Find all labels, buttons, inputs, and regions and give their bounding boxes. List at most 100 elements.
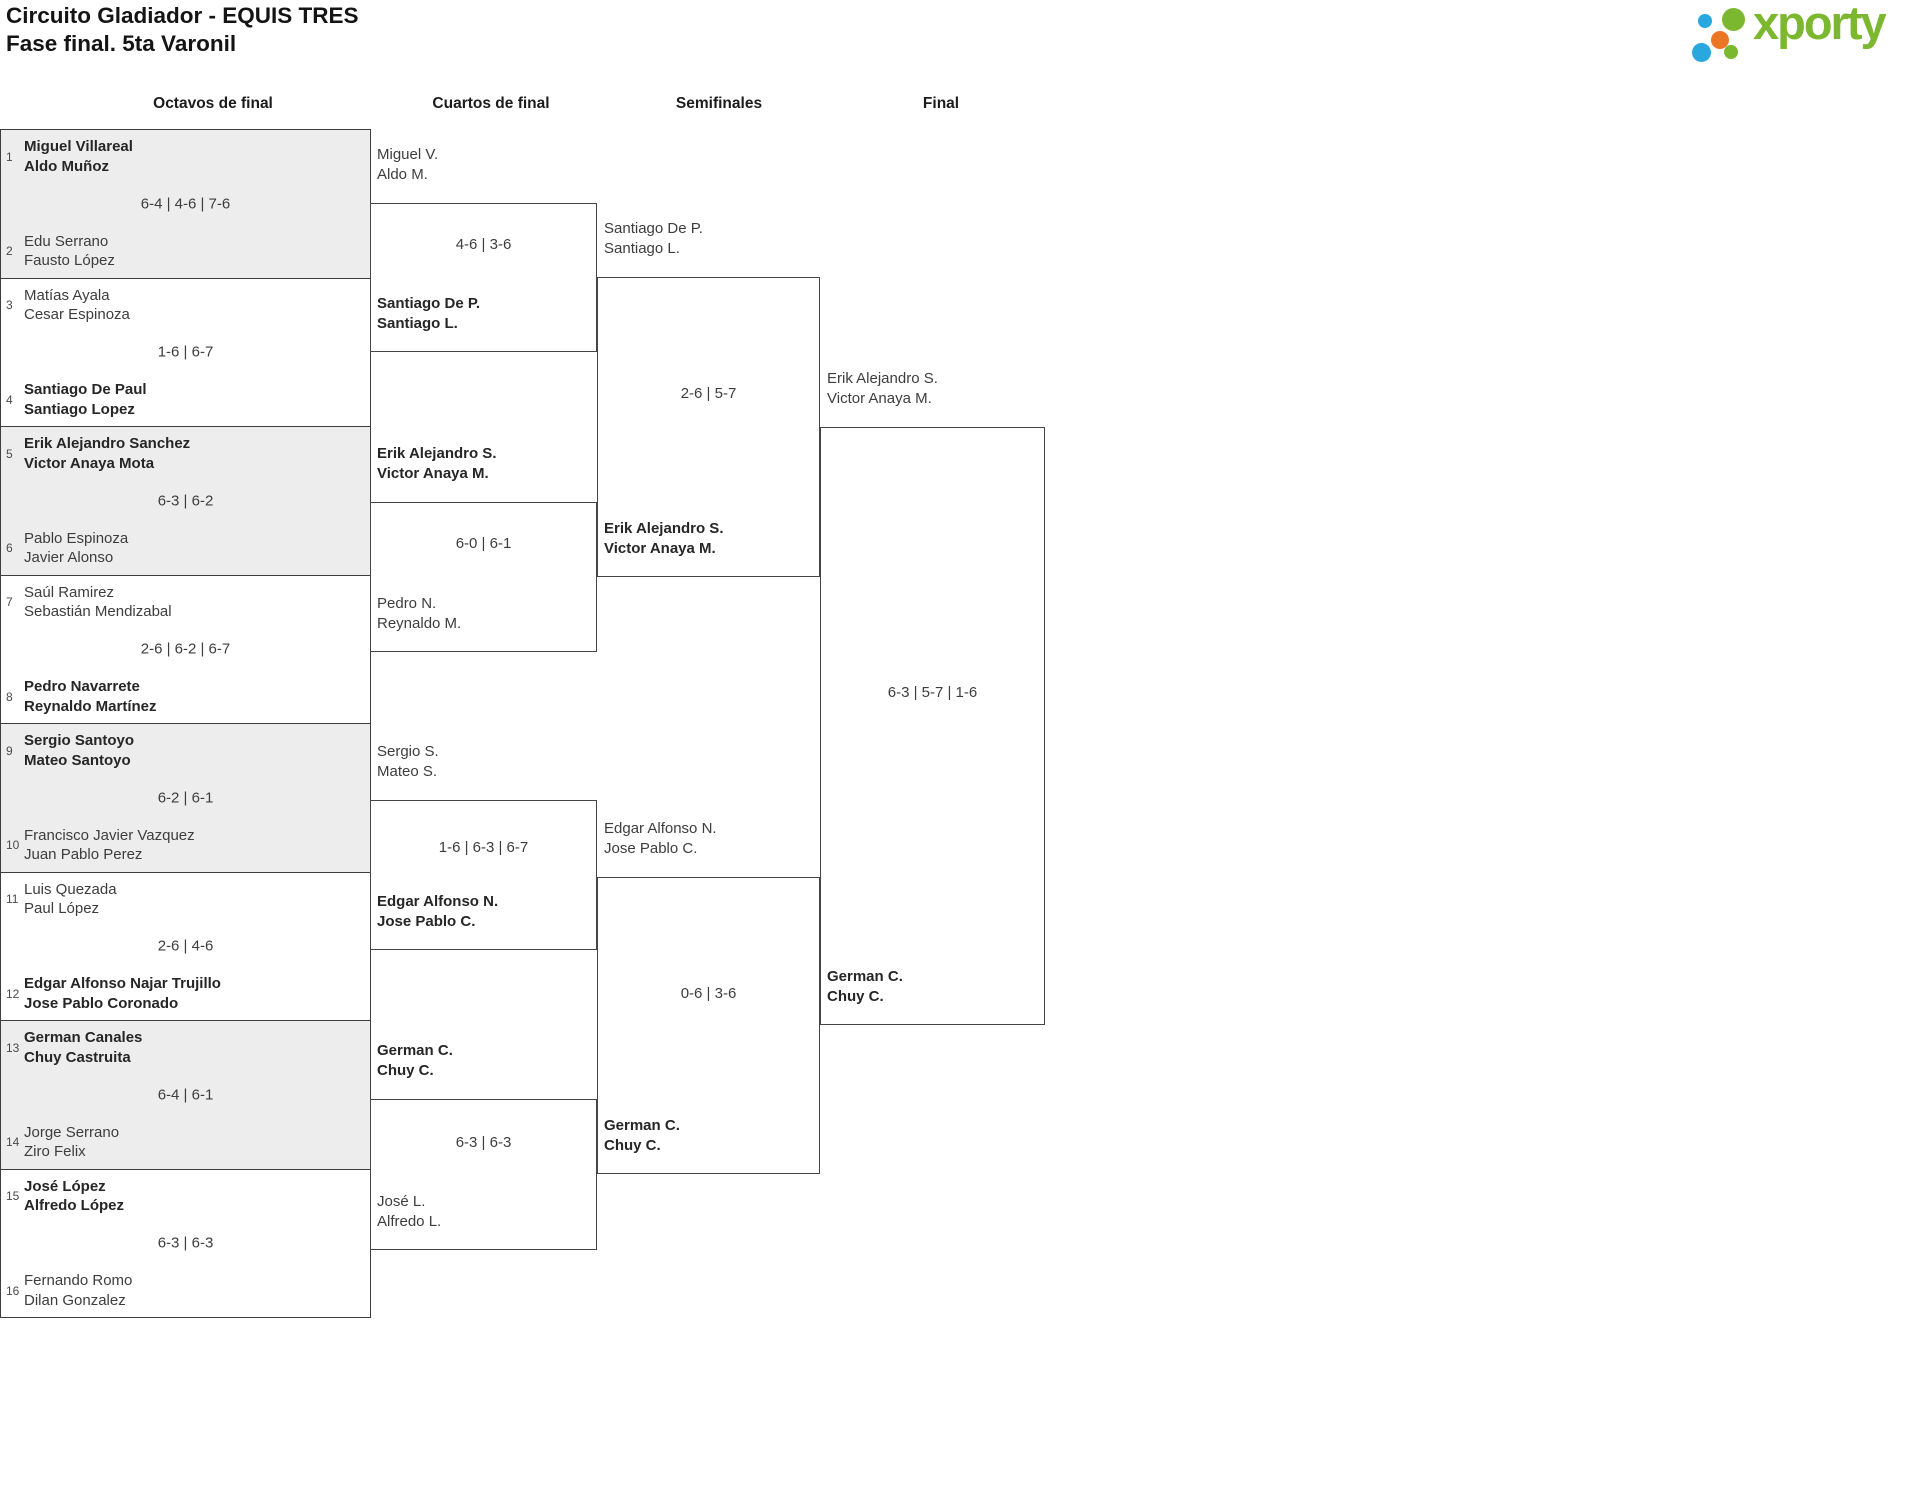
player-name: Chuy C. [604, 1136, 661, 1154]
logo-dot-blue-small-icon [1698, 14, 1712, 28]
player-name: Chuy Castruita [24, 1048, 131, 1066]
seed-number: 2 [6, 244, 13, 258]
match-score: 6-0 | 6-1 [455, 535, 512, 552]
player-name: Dilan Gonzalez [24, 1291, 126, 1309]
semifinal-match-1: 2-6 | 5-7 Erik Alejandro S. Victor Anaya… [597, 277, 820, 577]
logo-dot-orange-icon [1711, 31, 1729, 49]
cuartos-match-2: 6-0 | 6-1 Pedro N. Reynaldo M. [370, 502, 597, 652]
player-name: Victor Anaya Mota [24, 454, 155, 472]
semifinal-2-top-team: Edgar Alfonso N. Jose Pablo C. [604, 819, 717, 858]
match-score: 6-4 | 6-1 [157, 1086, 214, 1104]
player-name: German Canales [24, 1029, 143, 1046]
player-name: Reynaldo Martínez [24, 697, 157, 715]
player-name: Miguel Villareal [24, 138, 133, 155]
match-score: 6-3 | 6-3 [157, 1234, 214, 1252]
cuartos-4-bottom-team: José L. Alfredo L. [377, 1192, 441, 1231]
player-name: Pedro N. [377, 595, 437, 612]
cuartos-3-bottom-team: Edgar Alfonso N. Jose Pablo C. [377, 892, 498, 931]
seed-number: 14 [6, 1135, 20, 1149]
seed-number: 3 [6, 298, 13, 312]
match-score: 1-6 | 6-3 | 6-7 [438, 839, 529, 856]
round-header-semifinales: Semifinales [675, 95, 763, 112]
match-score: 0-6 | 3-6 [680, 985, 737, 1002]
logo-wordmark: xporty [1753, 0, 1887, 49]
semifinal-1-bottom-team: Erik Alejandro S. Victor Anaya M. [604, 519, 723, 558]
semifinal-1-top-team: Santiago De P. Santiago L. [604, 219, 703, 258]
page-title: Circuito Gladiador - EQUIS TRES [6, 3, 359, 28]
cuartos-1-bottom-team: Santiago De P. Santiago L. [377, 294, 480, 333]
player-name: Edgar Alfonso N. [604, 820, 717, 837]
player-name: Ziro Felix [24, 1143, 86, 1160]
player-name: Alfredo L. [377, 1212, 442, 1230]
final-bottom-team: German C. Chuy C. [827, 967, 903, 1006]
player-name: Sergio Santoyo [24, 732, 135, 749]
player-name: Erik Alejandro Sanchez [24, 435, 191, 452]
page-subtitle: Fase final. 5ta Varonil [6, 31, 237, 56]
player-name: Mateo S. [377, 762, 438, 780]
seed-number: 7 [6, 595, 13, 609]
player-name: Miguel V. [377, 146, 439, 163]
player-name: Victor Anaya M. [827, 389, 932, 407]
seed-number: 12 [6, 986, 20, 1001]
player-name: Santiago L. [377, 314, 458, 332]
page-title-block: Circuito Gladiador - EQUIS TRES Fase fin… [6, 2, 359, 58]
player-name: Jose Pablo C. [377, 912, 476, 930]
player-name: Fausto López [24, 252, 115, 269]
semifinal-match-2: 0-6 | 3-6 German C. Chuy C. [597, 877, 820, 1174]
player-name: Erik Alejandro S. [604, 520, 724, 537]
match-score: 2-6 | 5-7 [680, 385, 737, 402]
player-name: Edu Serrano [24, 232, 109, 250]
player-name: Sergio S. [377, 743, 439, 760]
player-name: Jose Pablo Coronado [24, 994, 179, 1012]
player-name: Aldo Muñoz [24, 157, 109, 175]
logo-dot-green-small-icon [1724, 45, 1738, 59]
player-name: German C. [377, 1042, 453, 1059]
match-score: 2-6 | 4-6 [157, 937, 214, 955]
player-name: Santiago De P. [604, 220, 703, 237]
player-name: Pablo Espinoza [24, 529, 129, 547]
match-score: 6-3 | 6-3 [455, 1134, 512, 1151]
player-name: Juan Pablo Perez [24, 846, 143, 863]
seed-number: 10 [6, 838, 20, 852]
player-name: Santiago De Paul [24, 381, 147, 398]
match-score: 6-2 | 6-1 [157, 789, 214, 807]
player-name: Mateo Santoyo [24, 751, 131, 769]
cuartos-2-bottom-team: Pedro N. Reynaldo M. [377, 594, 461, 633]
seed-number: 11 [6, 892, 19, 906]
final-top-team: Erik Alejandro S. Victor Anaya M. [827, 369, 938, 408]
player-name: Victor Anaya M. [377, 464, 489, 482]
player-name: Edgar Alfonso Najar Trujillo [24, 975, 221, 992]
player-name: Alfredo López [24, 1197, 124, 1214]
player-name: Saúl Ramirez [24, 583, 115, 601]
player-name: Santiago De P. [377, 295, 481, 312]
logo-dot-blue-large-icon [1692, 43, 1711, 62]
xporty-logo[interactable]: xporty [1690, 0, 1920, 72]
player-name: Erik Alejandro S. [377, 445, 497, 462]
player-name: Javier Alonso [24, 549, 114, 566]
seed-number: 6 [6, 541, 13, 555]
player-name: Jose Pablo C. [604, 839, 698, 857]
round-header-final: Final [922, 95, 960, 112]
player-name: Paul López [24, 900, 100, 917]
player-name: Chuy C. [377, 1061, 434, 1079]
player-name: Aldo M. [377, 165, 428, 183]
player-name: Luis Quezada [24, 880, 117, 898]
semifinal-2-bottom-team: German C. Chuy C. [604, 1116, 680, 1155]
seed-number: 9 [6, 743, 13, 758]
match-score: 1-6 | 6-7 [157, 343, 214, 361]
cuartos-match-1: 4-6 | 3-6 Santiago De P. Santiago L. [370, 203, 597, 352]
